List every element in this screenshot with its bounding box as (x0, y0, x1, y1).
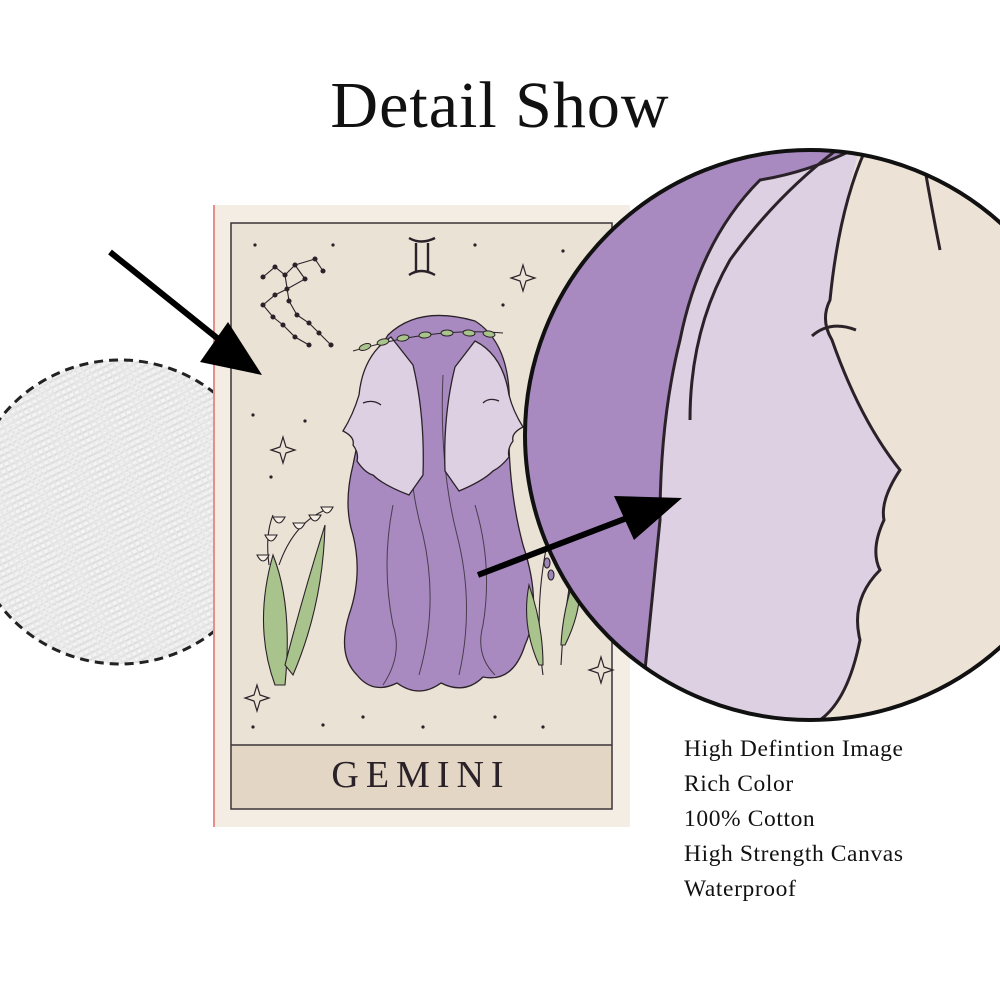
arrow-icon (108, 249, 262, 375)
canvas-texture-zoom (0, 358, 274, 666)
feature-item: 100% Cotton (684, 806, 816, 832)
laurel-icon (352, 329, 504, 352)
feature-list: High Defintion Image Rich Color 100% Cot… (684, 732, 904, 907)
face-zoom-circle (523, 148, 1000, 722)
page-title: Detail Show (330, 69, 670, 142)
gemini-symbol-icon (408, 236, 436, 277)
feature-item: High Strength Canvas (684, 841, 904, 867)
lily-icon (256, 506, 334, 686)
constellation-icon (260, 256, 334, 348)
feature-item: High Defintion Image (684, 736, 904, 762)
arrow-icon (476, 496, 682, 578)
feature-item: Rich Color (684, 771, 794, 797)
feature-item: Waterproof (684, 876, 797, 902)
card-title: GEMINI (331, 754, 510, 796)
